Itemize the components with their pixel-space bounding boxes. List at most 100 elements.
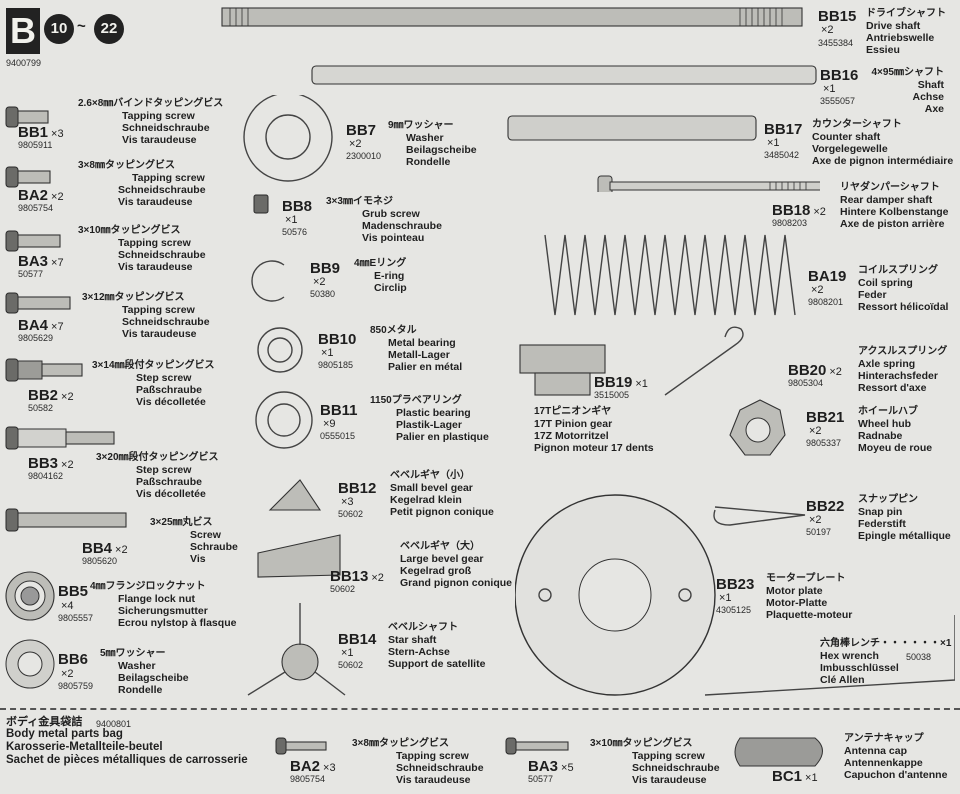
- ba2-partno: 9805754: [18, 203, 54, 213]
- body-ba3-label: BA3×5: [528, 758, 574, 775]
- body-bag-number: 9400801: [96, 719, 132, 729]
- bb20-partno: 9805304: [788, 378, 824, 388]
- bb10-partno: 9805185: [318, 360, 354, 370]
- ba3-partno: 50577: [18, 269, 44, 279]
- bb19-partno: 3515005: [594, 390, 630, 400]
- shafts-drawing: [221, 7, 820, 192]
- bb6-qty: ×2: [61, 668, 74, 680]
- bb18-label: BB18×2: [772, 202, 826, 219]
- nut-washer-drawing: [5, 571, 55, 689]
- bb16-qty: ×1: [823, 83, 836, 95]
- bb1-label: BB1×3: [18, 124, 64, 141]
- bb13-label: BB13×2: [330, 568, 384, 585]
- body-bc1-label: BC1×1: [772, 768, 818, 785]
- bb20-label: BB20×2: [788, 362, 842, 379]
- ba4-partno: 9805629: [18, 333, 54, 343]
- bb17-partno: 3485042: [764, 150, 800, 160]
- bb2-partno: 50582: [28, 403, 54, 413]
- bb22-qty: ×2: [809, 514, 822, 526]
- ba3-label: BA3×7: [18, 253, 64, 270]
- bb18-partno: 9808203: [772, 218, 808, 228]
- bb15-qty: ×2: [821, 24, 834, 36]
- ba2-label: BA2×2: [18, 187, 64, 204]
- bb17-label: BB17: [764, 121, 803, 138]
- bb21-label: BB21: [806, 409, 845, 426]
- bb16-partno: 3555057: [820, 96, 856, 106]
- bb2-label: BB2×2: [28, 387, 74, 404]
- bb23-qty: ×1: [719, 592, 732, 604]
- bb9-partno: 50380: [310, 289, 336, 299]
- bb7-partno: 2300010: [346, 151, 382, 161]
- bb5-label: BB5: [58, 583, 89, 600]
- bb12-label: BB12: [338, 480, 377, 497]
- bb21-qty: ×2: [809, 425, 822, 437]
- ba19-partno: 9808201: [808, 297, 844, 307]
- bb1-partno: 9805911: [18, 140, 53, 150]
- bb22-label: BB22: [806, 498, 845, 515]
- bb4-label: BB4×2: [82, 540, 128, 557]
- body-ba3-partno: 50577: [528, 774, 554, 784]
- bb7-label: BB7: [346, 122, 377, 139]
- middle-parts-drawing: [243, 95, 346, 696]
- bb12-partno: 50602: [338, 509, 364, 519]
- bb11-partno: 0555015: [320, 431, 356, 441]
- bb8-partno: 50576: [282, 227, 308, 237]
- hex-wrench-partno: 50038: [906, 652, 932, 662]
- bag-number: 9400799: [6, 58, 42, 68]
- bb19-label: BB19×1: [594, 374, 648, 391]
- bb9-qty: ×2: [313, 276, 326, 288]
- bb10-qty: ×1: [321, 347, 334, 359]
- bb11-qty: ×9: [323, 418, 336, 430]
- bb7-qty: ×2: [349, 138, 362, 150]
- bb21-partno: 9805337: [806, 438, 842, 448]
- bag-letter-badge: B: [6, 8, 40, 54]
- bb6-partno: 9805759: [58, 681, 94, 691]
- bb5-qty: ×4: [61, 600, 74, 612]
- bb17-qty: ×1: [767, 137, 780, 149]
- body-bag-title: ボディ金具袋詰 Body metal parts bag Karosserie-…: [6, 716, 248, 766]
- section-divider: [0, 708, 960, 710]
- bb16-label: BB16: [820, 67, 859, 84]
- body-bag-drawing: [275, 737, 823, 767]
- bb12-qty: ×3: [341, 496, 354, 508]
- ba19-qty: ×2: [811, 284, 824, 296]
- bb8-qty: ×1: [285, 214, 298, 226]
- step-end-badge: 22: [94, 14, 124, 44]
- range-separator: ~: [77, 18, 86, 35]
- bb13-partno: 50602: [330, 584, 356, 594]
- bb3-partno: 9804162: [28, 471, 64, 481]
- ba19-label: BA19: [808, 268, 847, 285]
- bb10-label: BB10: [318, 331, 357, 348]
- bb15-label: BB15: [818, 8, 857, 25]
- ba4-label: BA4×7: [18, 317, 64, 334]
